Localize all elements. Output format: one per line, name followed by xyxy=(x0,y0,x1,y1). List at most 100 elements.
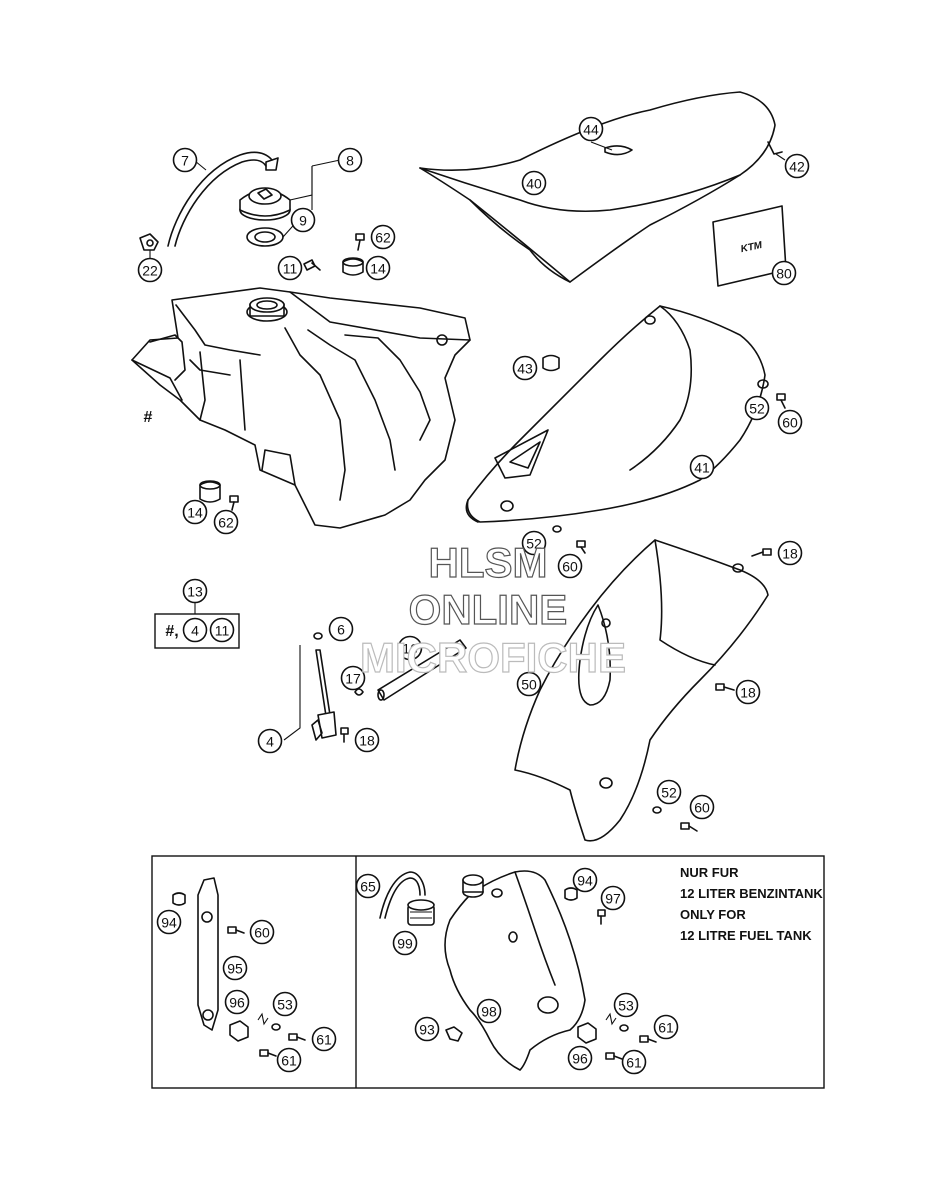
callout-c61b: 61 xyxy=(276,1047,302,1073)
callout-c95: 95 xyxy=(222,955,248,981)
callout-c13: 13 xyxy=(182,578,208,604)
watermark-line-1: HLSM xyxy=(429,539,548,586)
callout-number: 17 xyxy=(345,671,361,687)
screw-61-right-b xyxy=(605,1052,623,1060)
callout-number: 22 xyxy=(142,263,158,279)
callout-c8: 8 xyxy=(337,147,363,173)
rubber-94-right xyxy=(564,887,578,901)
screw-11 xyxy=(303,259,321,271)
callout-circle xyxy=(257,728,283,754)
kit-hash-label: #, xyxy=(165,623,178,640)
tank-spoiler-left xyxy=(514,539,769,842)
callout-c11: 11 xyxy=(277,255,303,281)
callout-c18c: 18 xyxy=(354,727,380,753)
callout-c96b: 96 xyxy=(567,1045,593,1071)
callout-c52a: 52 xyxy=(744,395,770,421)
screw-61-right-a xyxy=(639,1035,657,1043)
callout-number: 61 xyxy=(626,1055,642,1071)
callout-c94a: 94 xyxy=(156,909,182,935)
callout-circle xyxy=(784,153,810,179)
callout-number: 99 xyxy=(397,936,413,952)
callout-circle xyxy=(182,499,208,525)
rubber-bushing-14-top xyxy=(342,257,364,276)
callout-number: 52 xyxy=(661,785,677,801)
callout-number: 60 xyxy=(562,559,578,575)
callout-circle xyxy=(777,409,803,435)
rubber-bushing-14-lower xyxy=(199,480,221,503)
fuel-tank: # xyxy=(131,287,471,529)
washer-52-mid xyxy=(552,525,562,533)
washer-52-upper xyxy=(757,379,769,389)
callout-circle xyxy=(557,553,583,579)
callout-number: 60 xyxy=(254,925,270,941)
screw-60-left xyxy=(227,926,245,934)
callout-circle xyxy=(414,1016,440,1042)
callout-number: 94 xyxy=(577,873,593,889)
callout-number: 18 xyxy=(782,546,798,562)
rubber-94-left xyxy=(172,892,186,906)
variant-frame xyxy=(151,855,825,1089)
fuel-tank-98 xyxy=(444,870,586,1071)
callout-c22: 22 xyxy=(137,257,163,283)
callout-c41: 41 xyxy=(689,454,715,480)
callout-circle xyxy=(656,779,682,805)
callout-circle xyxy=(209,617,235,643)
callout-circle xyxy=(521,530,547,556)
callout-circle xyxy=(521,170,547,196)
callout-c60b: 60 xyxy=(557,553,583,579)
callout-circle xyxy=(621,1049,647,1075)
callout-circle xyxy=(337,147,363,173)
callout-c80: 80 xyxy=(771,260,797,286)
clamp-17 xyxy=(354,688,364,696)
callout-c97: 97 xyxy=(600,885,626,911)
callout-circle xyxy=(213,509,239,535)
callout-c14b: 14 xyxy=(182,499,208,525)
tap-93 xyxy=(445,1026,463,1042)
callout-c4b: 4 xyxy=(182,617,208,643)
callout-c94b: 94 xyxy=(572,867,598,893)
callout-circle xyxy=(311,1026,337,1052)
callout-number: 4 xyxy=(266,734,274,750)
fuel-cap xyxy=(239,187,291,221)
callout-number: 53 xyxy=(277,997,293,1013)
fuel-hose-16 xyxy=(377,639,467,701)
callout-c42: 42 xyxy=(784,153,810,179)
callout-number: 97 xyxy=(605,891,621,907)
callout-c60c: 60 xyxy=(689,794,715,820)
callout-circle xyxy=(354,727,380,753)
screw-61-left-b xyxy=(259,1049,277,1057)
callout-number: 53 xyxy=(618,998,634,1014)
callout-circle xyxy=(735,679,761,705)
callout-c53b: 53 xyxy=(613,992,639,1018)
callout-circle xyxy=(689,454,715,480)
callout-number: 42 xyxy=(789,159,805,175)
note-line-1: NUR FUR xyxy=(680,865,739,880)
callout-number: 11 xyxy=(215,623,230,639)
callout-number: 61 xyxy=(281,1053,297,1069)
callout-circle xyxy=(365,255,391,281)
callout-circle xyxy=(172,147,198,173)
callout-c60d: 60 xyxy=(249,919,275,945)
callout-circle xyxy=(272,991,298,1017)
callout-c17: 17 xyxy=(340,665,366,691)
callout-number: 11 xyxy=(283,261,298,277)
callout-circle xyxy=(572,867,598,893)
bracket-95 xyxy=(197,877,219,1031)
callout-circle xyxy=(512,355,538,381)
note-line-3: ONLY FOR xyxy=(680,907,746,922)
callout-c44: 44 xyxy=(578,116,604,142)
callout-circle xyxy=(397,635,423,661)
callout-number: 8 xyxy=(346,153,354,169)
callout-number: 62 xyxy=(218,515,234,531)
callout-c93: 93 xyxy=(414,1016,440,1042)
callout-circle xyxy=(771,260,797,286)
callout-circle xyxy=(224,989,250,1015)
callout-circle xyxy=(578,116,604,142)
seat xyxy=(419,91,783,283)
fuel-tap xyxy=(283,632,337,741)
callout-number: 4 xyxy=(191,623,199,639)
tank-hash-mark: # xyxy=(144,409,153,426)
callout-number: 96 xyxy=(572,1051,588,1067)
callout-c7: 7 xyxy=(172,147,198,173)
